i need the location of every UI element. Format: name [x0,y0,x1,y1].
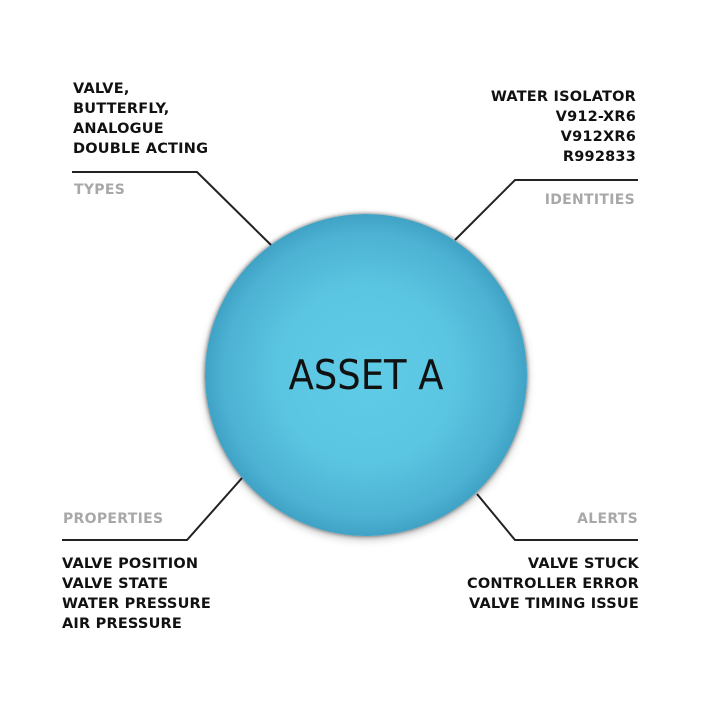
types-label: TYPES [74,182,126,198]
alerts-item: VALVE TIMING ISSUE [469,596,639,612]
identities-item: V912-XR6 [555,109,636,125]
alerts-label: ALERTS [577,511,638,527]
identities-item: V912XR6 [560,129,636,145]
identities-label: IDENTITIES [544,192,635,208]
types-item: DOUBLE ACTING [73,141,209,157]
alerts-connector [476,493,638,541]
identities-list: WATER ISOLATOR V912-XR6 V912XR6 R992833 [491,87,636,167]
types-item: BUTTERFLY, [73,101,170,117]
types-connector [72,171,272,246]
properties-item: VALVE STATE [62,576,169,592]
types-list: VALVE, BUTTERFLY, ANALOGUE DOUBLE ACTING [73,79,208,159]
properties-connector [62,477,243,541]
identities-item: WATER ISOLATOR [490,89,636,105]
properties-item: VALVE POSITION [62,556,199,572]
asset-title: ASSET A [288,351,444,399]
asset-circle[interactable]: ASSET A [205,214,527,536]
identities-item: R992833 [562,149,636,165]
alerts-item: VALVE STUCK [527,556,639,572]
identities-connector [454,179,638,241]
types-item: ANALOGUE [73,121,164,137]
alerts-list: VALVE STUCK CONTROLLER ERROR VALVE TIMIN… [467,554,639,614]
alerts-item: CONTROLLER ERROR [466,576,639,592]
properties-label: PROPERTIES [63,511,164,527]
properties-item: WATER PRESSURE [62,596,212,612]
types-item: VALVE, [73,81,130,97]
properties-list: VALVE POSITION VALVE STATE WATER PRESSUR… [62,554,211,634]
properties-item: AIR PRESSURE [62,616,183,632]
